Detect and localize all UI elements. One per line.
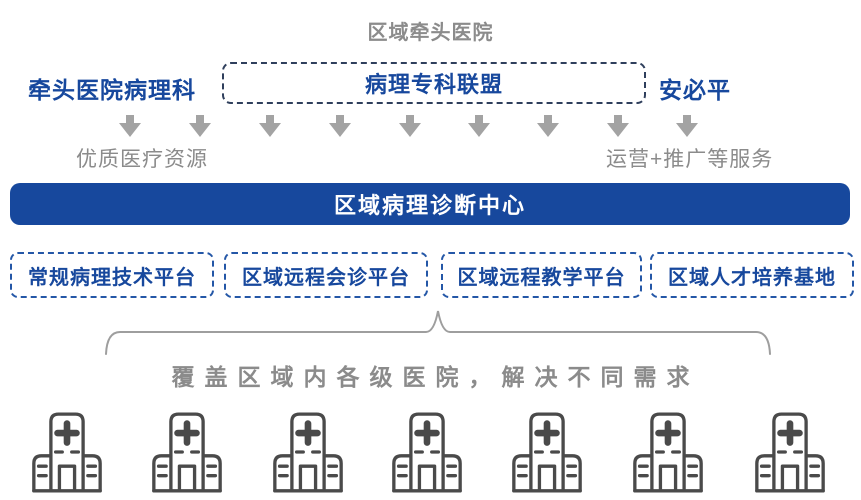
platform-label: 区域人才培养基地 — [668, 266, 836, 289]
quality-resources-caption: 优质医疗资源 — [76, 148, 208, 171]
down-arrow-icon — [467, 115, 491, 137]
platform-label: 区域远程会诊平台 — [242, 266, 410, 289]
platform-box-remote-consultation: 区域远程会诊平台 — [224, 252, 428, 298]
pathology-alliance-label: 病理专科联盟 — [364, 72, 503, 97]
hospital-icon — [511, 411, 583, 493]
lead-hospital-pathology-label: 牵头医院病理科 — [28, 77, 196, 103]
hospital-icon — [391, 411, 463, 493]
down-arrow-icon — [606, 115, 630, 137]
down-arrow-icon — [258, 115, 282, 137]
coverage-caption: 覆盖区域内各级医院，解决不同需求 — [171, 364, 700, 390]
platform-label: 常规病理技术平台 — [28, 266, 196, 289]
down-arrow-icon — [328, 115, 352, 137]
pathology-alliance-box: 病理专科联盟 — [222, 62, 646, 104]
hospital-icon — [272, 411, 344, 493]
down-arrow-icon — [675, 115, 699, 137]
brace-icon — [105, 310, 771, 355]
hospital-icon — [31, 411, 103, 493]
anbiping-label: 安必平 — [659, 77, 731, 103]
diagnosis-center-bar: 区域病理诊断中心 — [10, 183, 850, 225]
page-title: 区域牵头医院 — [367, 22, 494, 44]
down-arrow-icon — [398, 115, 422, 137]
operations-promotion-caption: 运营+推广等服务 — [606, 148, 774, 171]
diagnosis-center-label: 区域病理诊断中心 — [333, 193, 526, 218]
platform-label: 区域远程教学平台 — [457, 266, 626, 289]
down-arrow-icon — [188, 115, 212, 137]
platform-box-remote-teaching: 区域远程教学平台 — [441, 252, 642, 298]
down-arrow-icon — [118, 115, 142, 137]
hospital-icon — [632, 411, 704, 493]
hospital-icon — [754, 411, 826, 493]
platform-box-talent-training: 区域人才培养基地 — [650, 252, 854, 298]
down-arrow-icon — [536, 115, 560, 137]
platform-box-routine-pathology: 常规病理技术平台 — [10, 252, 214, 298]
hospital-icon — [151, 411, 223, 493]
